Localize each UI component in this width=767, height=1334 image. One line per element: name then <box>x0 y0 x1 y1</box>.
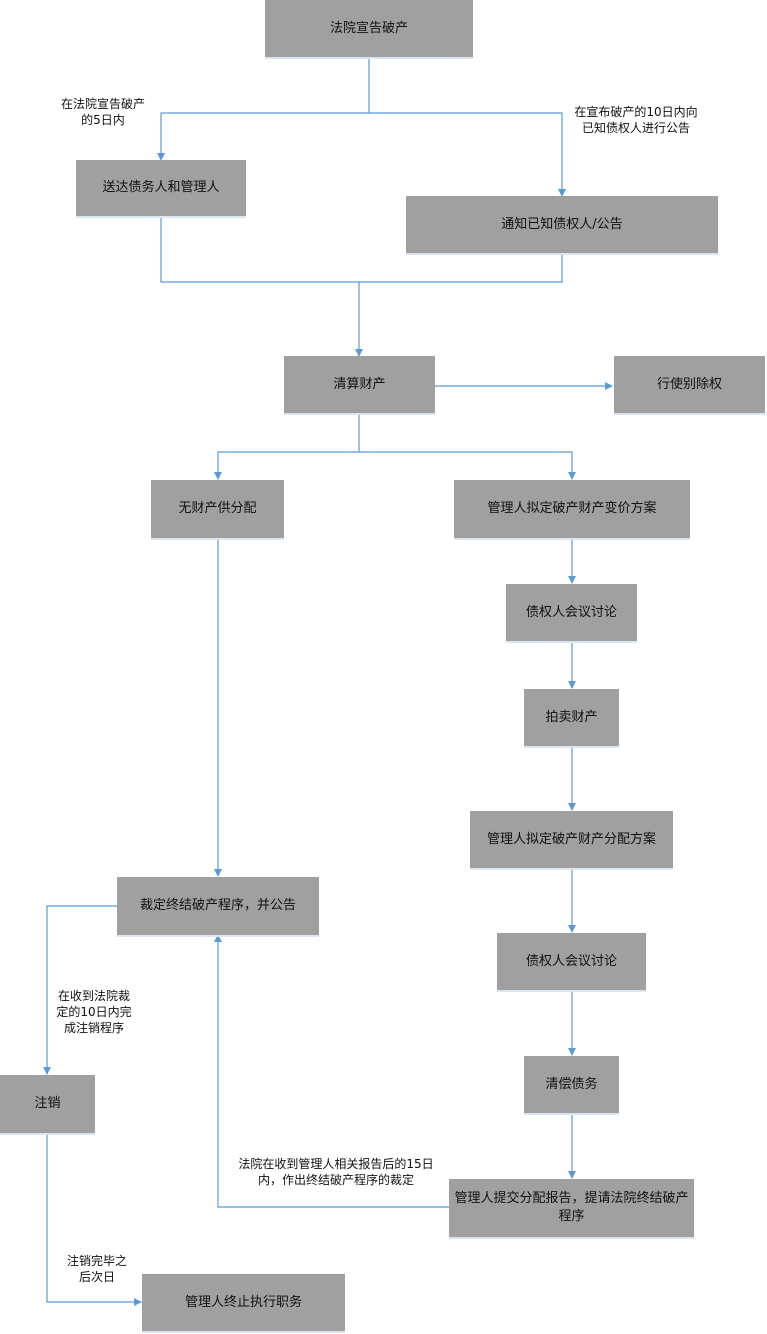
arrow-report-to-ruling <box>214 934 449 1208</box>
node-exercise-right: 行使别除权 <box>614 356 765 413</box>
node-cancel: 注销 <box>0 1075 95 1133</box>
node-court-declare: 法院宣告破产 <box>265 0 473 57</box>
node-auction: 拍卖财产 <box>524 689 619 746</box>
node-deliver: 送达债务人和管理人 <box>76 160 246 216</box>
arrow-to-deliver <box>157 112 369 161</box>
node-plan-distribute: 管理人拟定破产财产分配方案 <box>470 811 673 868</box>
node-meeting-2: 债权人会议讨论 <box>497 933 646 990</box>
line-deliver-merge <box>160 216 359 283</box>
arrow-to-notify <box>369 112 566 197</box>
node-terminate: 管理人终止执行职务 <box>142 1274 345 1331</box>
node-repay: 清偿债务 <box>524 1056 619 1113</box>
arrow-to-terminate <box>46 1133 142 1306</box>
arrow-to-cancel <box>43 905 117 1075</box>
note-after-cancel: 注销完毕之后次日 <box>66 1254 127 1284</box>
node-ruling: 裁定终结破产程序，并公告 <box>117 877 319 935</box>
node-submit-report: 管理人提交分配报告，提请法院终结破产程序 <box>449 1179 694 1237</box>
note-within-10-days-cancel: 在收到法院裁定的10日内完成注销程序 <box>56 989 132 1035</box>
arrow-to-plan-change <box>359 451 576 480</box>
note-within-10-days-notice: 在宣布破产的10日内向已知债权人进行公告 <box>574 105 698 135</box>
node-no-property: 无财产供分配 <box>151 480 284 538</box>
line-notify-merge <box>359 253 563 283</box>
node-notify: 通知已知债权人/公告 <box>406 196 718 253</box>
node-plan-change: 管理人拟定破产财产变价方案 <box>454 480 690 538</box>
node-liquidate: 清算财产 <box>284 356 435 413</box>
arrow-to-no-property <box>214 451 359 480</box>
node-meeting-1: 债权人会议讨论 <box>506 584 637 641</box>
note-within-15-days: 法院在收到管理人相关报告后的15日内，作出终结破产程序的裁定 <box>238 1157 434 1187</box>
note-within-5-days: 在法院宣告破产的5日内 <box>60 97 145 127</box>
